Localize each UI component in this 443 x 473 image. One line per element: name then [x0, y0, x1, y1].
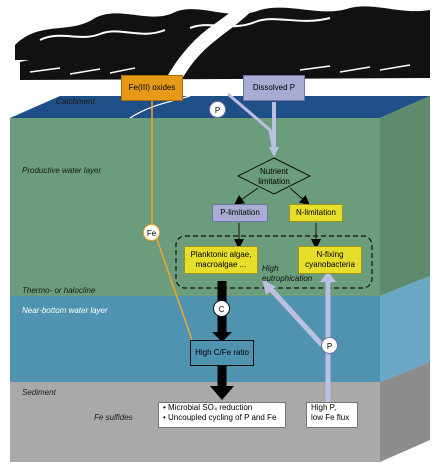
planktonic-line1: Planktonic algae,	[190, 250, 252, 259]
high-cfe-ratio-box: High C/Fe ratio	[190, 340, 254, 366]
p-release-to-algae-arrow	[266, 284, 324, 347]
sediment-side	[380, 362, 430, 462]
fe-circle: Fe	[143, 224, 160, 241]
planktonic-algae-box: Planktonic algae, macroalgae ...	[184, 246, 258, 274]
near-bottom-side	[380, 276, 430, 382]
p-limitation-box: P-limitation	[212, 204, 268, 222]
microbial-line1: • Microbial SO₄ reduction	[163, 403, 253, 412]
productive-side	[380, 96, 430, 296]
p-circle-bottom: P	[321, 337, 338, 354]
high-p-low-fe-box: High P, low Fe flux	[306, 402, 358, 428]
n-fixing-cyanobacteria-box: N-fixing cyanobacteria	[298, 246, 362, 274]
near-bottom-label: Near-bottom water layer	[22, 306, 108, 315]
catchment-label: Catchment	[56, 97, 95, 106]
eutrophication-line1: High	[262, 264, 279, 273]
nutrient-limitation-label: Nutrient limitation	[252, 167, 296, 186]
nutrient-limitation-line2: limitation	[258, 177, 290, 186]
planktonic-line2: macroalgae ...	[195, 260, 247, 269]
microbial-line2: • Uncoupled cycling of P and Fe	[163, 413, 277, 422]
landscape-hills-icon	[15, 6, 430, 80]
high-eutrophication-label: High eutrophication	[262, 264, 312, 284]
productive-layer-label: Productive water layer	[22, 166, 102, 175]
to-p-limitation-arrow	[233, 187, 259, 205]
n-fixing-line1: N-fixing	[316, 250, 344, 259]
fe-sulfides-label: Fe sulfides	[94, 413, 133, 422]
sediment-label: Sediment	[22, 388, 56, 397]
n-limitation-box: N-limitation	[289, 204, 343, 222]
dissolved-p-box: Dissolved P	[243, 75, 305, 101]
c-circle: C	[213, 300, 230, 317]
high-p-line1: High P,	[311, 403, 337, 412]
eutrophication-line2: eutrophication	[262, 274, 313, 283]
microbial-processes-box: • Microbial SO₄ reduction • Uncoupled cy…	[158, 402, 286, 428]
n-fixing-line2: cyanobacteria	[305, 260, 355, 269]
high-p-line2: low Fe flux	[311, 413, 350, 422]
thermocline-label: Thermo- or halocline	[22, 286, 96, 295]
to-n-limitation-arrow	[289, 187, 310, 206]
catchment-p-arrow	[227, 92, 276, 153]
p-circle-top: P	[209, 101, 226, 118]
nutrient-limitation-line1: Nutrient	[259, 167, 288, 176]
fe-oxides-box: Fe(III) oxides	[121, 75, 183, 101]
nutrient-limitation-diamond	[236, 157, 312, 195]
